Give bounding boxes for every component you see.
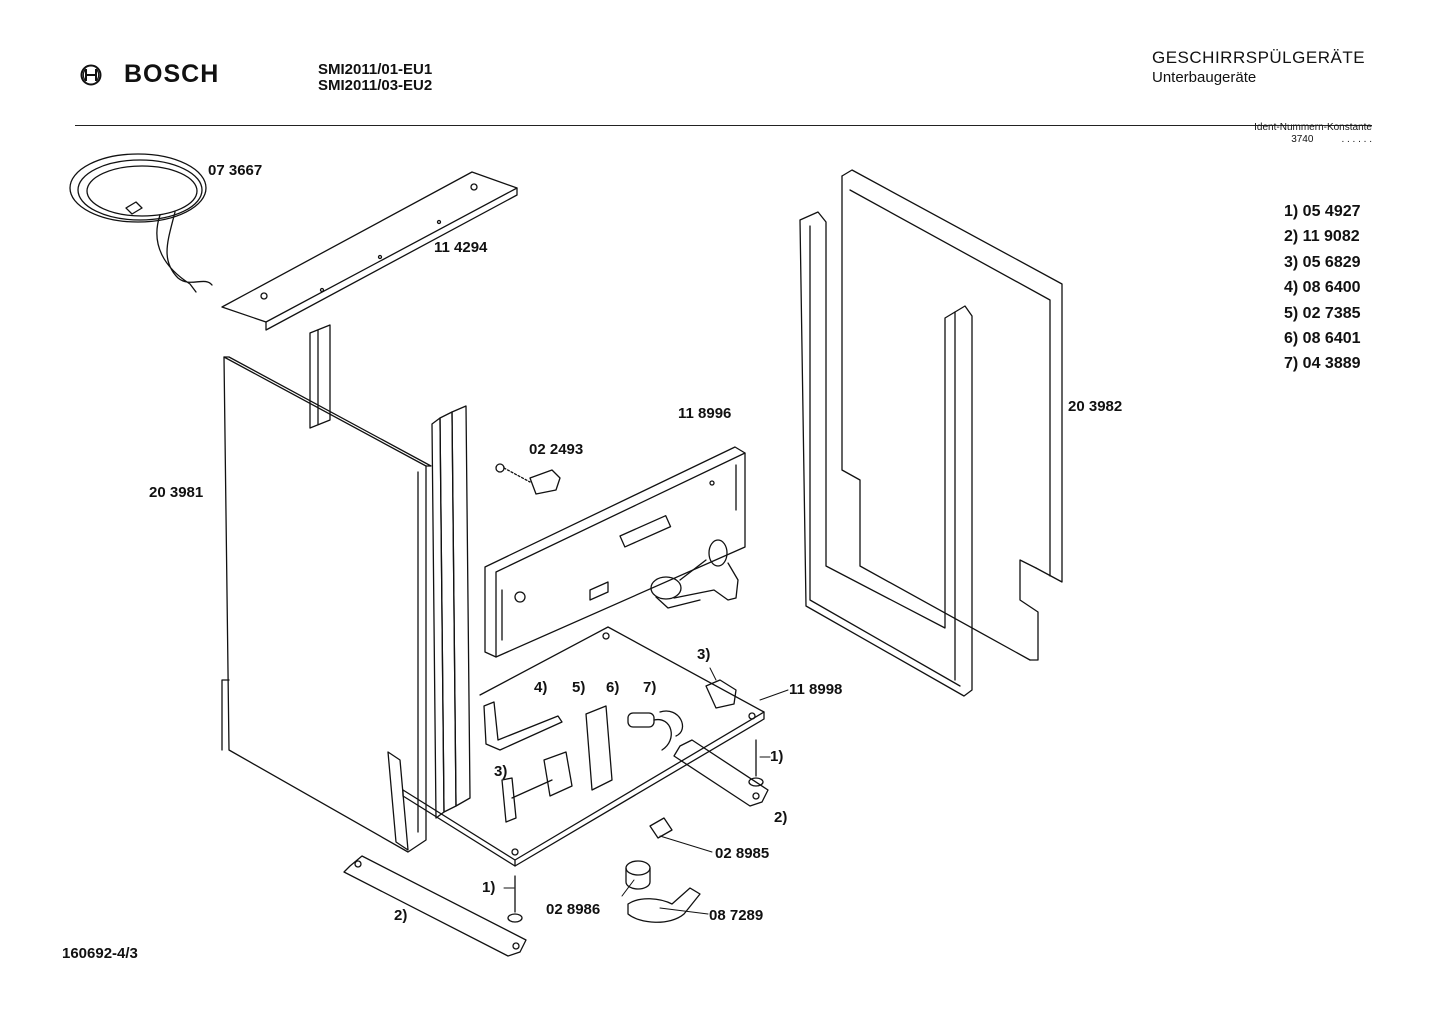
ref-label: 3) xyxy=(697,646,711,663)
legend-item: 1) 05 4927 xyxy=(1284,203,1361,220)
right-side-panel-drawing xyxy=(842,170,1062,660)
ref-label: 7) xyxy=(643,679,657,696)
left-side-panel-drawing xyxy=(222,357,431,852)
ref-label: 4) xyxy=(534,679,548,696)
rear-panel-drawing xyxy=(485,447,745,657)
legend-item: 6) 08 6401 xyxy=(1284,330,1361,348)
ident-dots: . . . . . . xyxy=(1341,134,1372,145)
hinge-drawing xyxy=(496,464,560,494)
screw-drawing xyxy=(508,740,763,922)
ident-label: Ident-Nummern-Konstante xyxy=(1254,122,1372,133)
part-label: 11 8998 xyxy=(789,681,843,698)
part-label: 20 3982 xyxy=(1068,398,1123,415)
part-label: 02 2493 xyxy=(529,441,584,458)
brand: BOSCH xyxy=(80,60,219,89)
ref-label: 6) xyxy=(606,679,620,696)
pipe-connector-drawing xyxy=(651,540,738,608)
part-label: 11 8996 xyxy=(678,405,732,422)
brand-name: BOSCH xyxy=(124,60,220,88)
model-numbers: SMI2011/01-EU1 SMI2011/03-EU2 xyxy=(318,62,432,94)
part-label: 08 7289 xyxy=(709,907,764,924)
part-label: 20 3981 xyxy=(149,484,204,501)
front-post-drawing xyxy=(310,325,470,850)
document-number: 160692-4/3 xyxy=(62,945,138,962)
ref-label: 1) xyxy=(770,748,784,765)
category-title: GESCHIRRSPÜLGERÄTE xyxy=(1152,48,1366,67)
model-number: SMI2011/01-EU1 xyxy=(318,61,433,78)
bosch-armature-icon xyxy=(80,64,102,85)
base-plate-drawing xyxy=(403,627,764,866)
legend-item: 7) 04 3889 xyxy=(1284,355,1361,373)
category-subtitle: Unterbaugeräte xyxy=(1152,69,1257,86)
header-divider xyxy=(75,125,1372,126)
part-label: 02 8985 xyxy=(715,845,770,862)
ident-code: 3740 xyxy=(1291,134,1314,145)
part-label: 11 4294 xyxy=(434,239,488,256)
ref-label: 1) xyxy=(482,879,496,896)
leader-lines xyxy=(504,668,788,914)
ref-label: 2) xyxy=(394,907,408,924)
power-cord-drawing xyxy=(70,154,212,292)
legend-item: 3) 05 6829 xyxy=(1284,253,1361,271)
ident-number-block: Ident-Nummern-Konstante 3740 . . . . . . xyxy=(1254,122,1372,146)
legend-item: 5) 02 7385 xyxy=(1284,304,1361,322)
parts-legend: 1) 05 4927 2) 11 9082 3) 05 6829 4) 08 6… xyxy=(1284,199,1361,377)
category: GESCHIRRSPÜLGERÄTE Unterbaugeräte xyxy=(1152,48,1365,88)
top-strip-drawing xyxy=(222,172,517,330)
legend-item: 4) 08 6400 xyxy=(1284,279,1361,297)
model-number: SMI2011/03-EU2 xyxy=(318,77,433,94)
foot-strip-drawing xyxy=(344,740,768,956)
pump-parts-drawing xyxy=(626,818,700,922)
part-label: 07 3667 xyxy=(208,162,263,179)
ref-label: 2) xyxy=(774,809,788,826)
right-frame-drawing xyxy=(800,212,972,696)
ref-label: 3) xyxy=(494,763,508,780)
ref-label: 5) xyxy=(572,679,586,696)
part-label: 02 8986 xyxy=(546,901,601,918)
component-parts-drawing xyxy=(484,680,736,822)
legend-item: 2) 11 9082 xyxy=(1284,228,1360,246)
